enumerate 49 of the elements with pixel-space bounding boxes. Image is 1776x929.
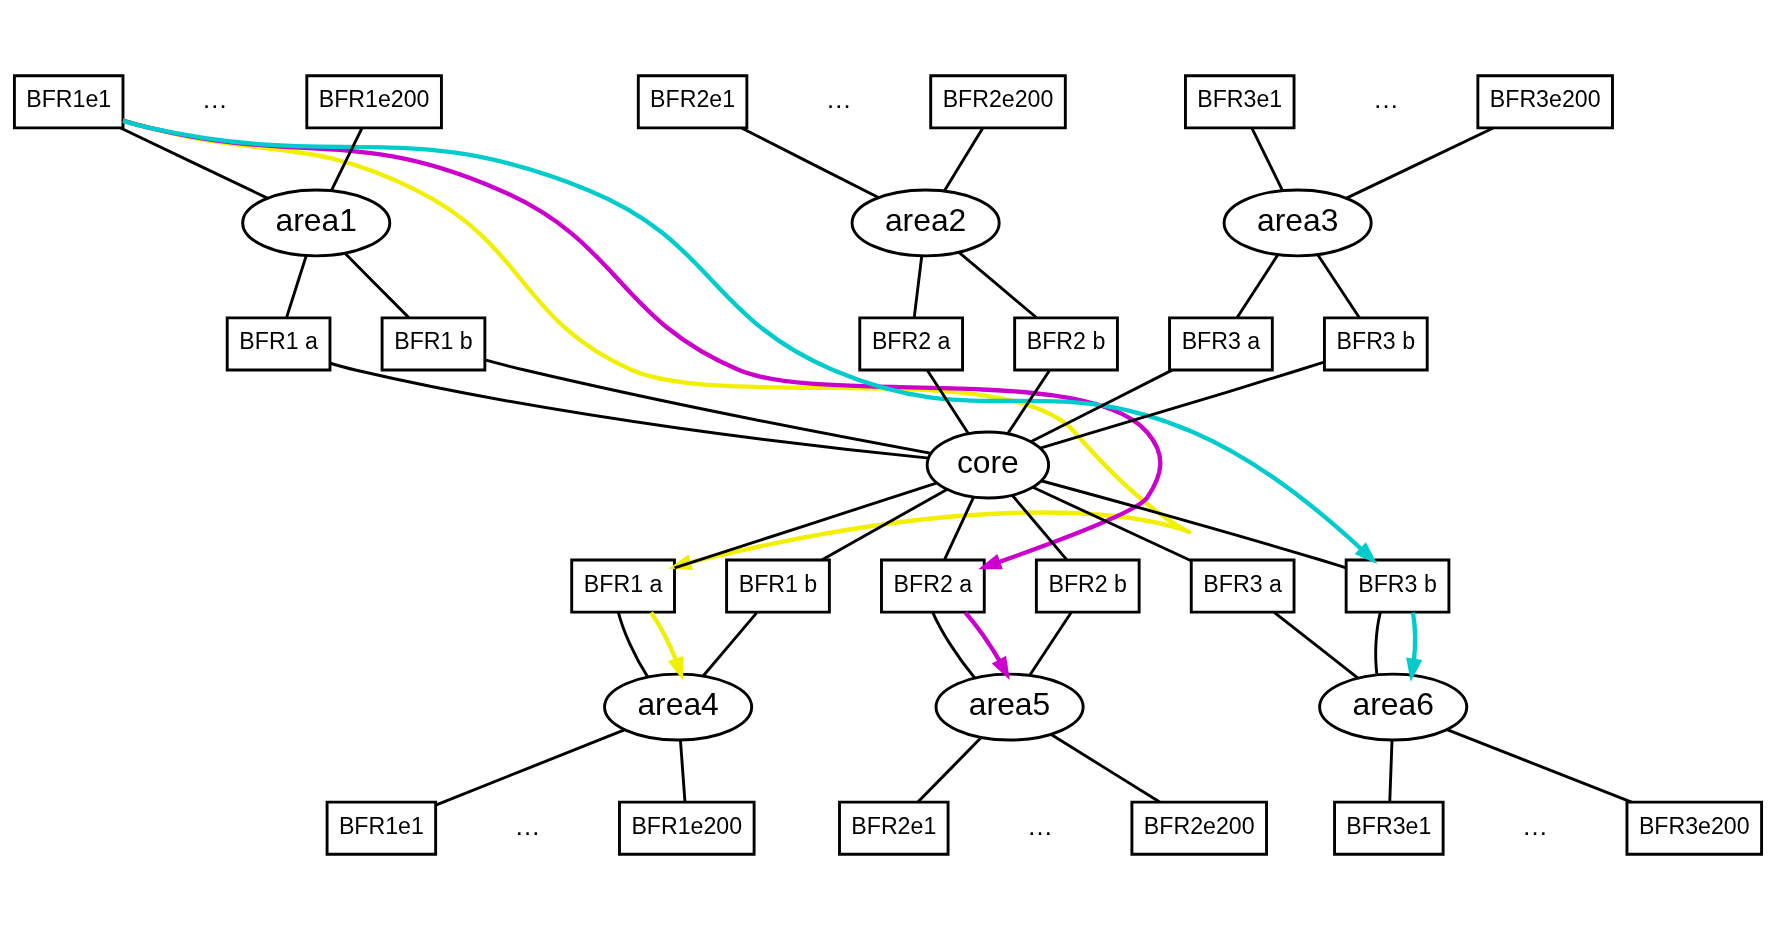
connector [1316,253,1361,319]
connector [617,611,649,678]
node-box: BFR3e1 [1184,73,1296,129]
node-box: BFR1e1 [12,73,125,129]
label: … [825,83,852,114]
node-ellipse: area6 [1318,672,1469,741]
connector [931,611,977,679]
node-ellipse: area5 [934,672,1085,741]
node-box: BFR3e200 [1625,800,1764,856]
node-ellipse: area4 [603,672,754,741]
connector [1235,253,1280,319]
node-box: BFR2e1 [636,73,749,129]
node-box: BFR1 b [725,558,831,614]
node-box: BFR1e200 [618,800,756,856]
connector [1273,610,1359,679]
node-box: BFR1e200 [305,73,443,129]
node-box: BFR2e200 [929,73,1067,129]
connector [679,739,687,802]
connector [1250,127,1284,191]
label: … [1026,810,1054,841]
connector [1374,611,1382,675]
node-box: BFR2e200 [1130,800,1268,856]
node-box: BFR3e1 [1333,800,1445,856]
label: … [514,810,541,841]
node-box: BFR1e1 [325,800,438,856]
arrow [1406,611,1423,682]
arrow [963,610,1010,680]
arrow [649,610,684,680]
node-box: BFR3 b [1344,558,1451,614]
connector [1388,739,1394,802]
connector [1446,727,1633,803]
node-box: BFR3 a [1189,558,1296,614]
label: … [1522,810,1549,841]
connector [1028,611,1073,676]
node-box: BFR1 a [570,558,676,614]
connector [917,736,982,803]
connector [1050,732,1161,803]
node-ellipse: area3 [1222,188,1373,257]
label: … [201,83,228,114]
node-box: BFR2 b [1034,558,1141,614]
node-box: BFR3 a [1168,315,1274,371]
label: … [1372,83,1399,114]
connector [1345,126,1494,199]
node-box: BFR3e200 [1476,73,1614,129]
connector [702,611,758,677]
node-box: BFR2e1 [838,800,950,856]
node-box: BFR3 b [1323,315,1429,371]
connector [435,728,625,806]
node-box: BFR2 a [880,558,986,614]
